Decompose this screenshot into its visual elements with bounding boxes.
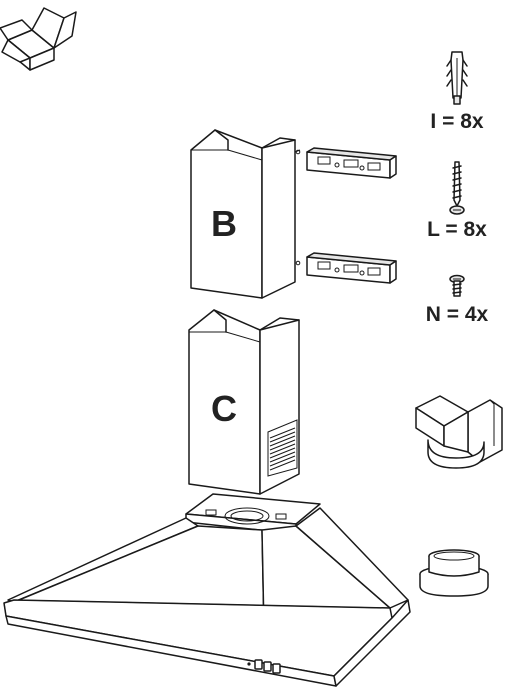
vent-slots bbox=[267, 419, 298, 477]
wood-screw-quantity: L = 8x bbox=[427, 218, 487, 241]
open-box-icon bbox=[0, 7, 77, 71]
wood-screw-icon bbox=[449, 161, 465, 215]
wall-plug-icon bbox=[446, 51, 468, 105]
flange-adapter-icon bbox=[415, 395, 503, 469]
chimney-lower-label: C bbox=[211, 388, 237, 429]
chimney-upper-b bbox=[190, 129, 301, 299]
hood-control-panel bbox=[247, 659, 281, 674]
machine-screw-icon bbox=[449, 274, 465, 297]
range-hood bbox=[3, 493, 411, 687]
wall-bracket-lower bbox=[306, 252, 397, 284]
small-screw-quantity: N = 4x bbox=[426, 303, 489, 326]
chimney-upper-label: B bbox=[211, 203, 237, 244]
wall-plug-quantity: I = 8x bbox=[430, 110, 483, 133]
round-duct-collar-icon bbox=[419, 549, 489, 597]
wall-bracket-upper bbox=[306, 147, 397, 179]
chimney-lower-c bbox=[188, 309, 300, 495]
